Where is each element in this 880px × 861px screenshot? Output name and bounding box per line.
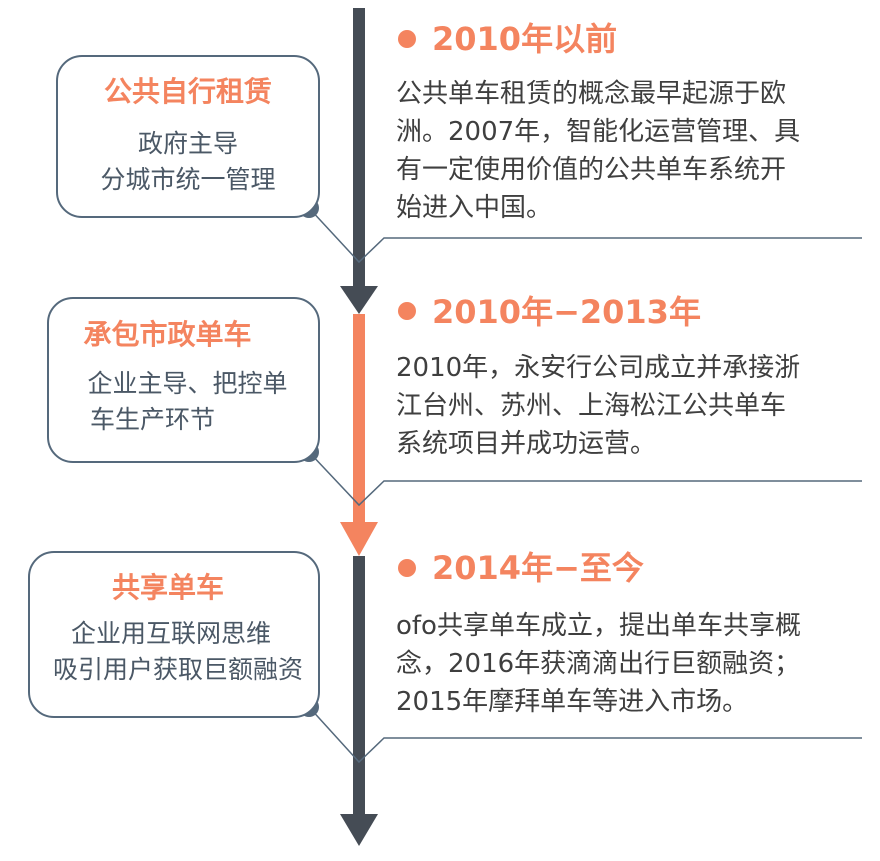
period-description-line: 江台州、苏州、上海松江公共单车 xyxy=(396,391,787,421)
stage-box-line: 车生产环节 xyxy=(89,405,215,434)
connector-line-2 xyxy=(308,451,862,507)
timeline-segment-3 xyxy=(353,556,365,816)
timeline-arrow-2 xyxy=(340,522,378,556)
period-description-line: ofo共享单车成立，提出单车共享概 xyxy=(396,611,801,641)
period-description-line: 2010年，永安行公司成立并承接浙 xyxy=(396,353,801,383)
stage-box-title: 共享单车 xyxy=(111,571,224,604)
timeline-segment-2 xyxy=(353,314,365,524)
period-description-line: 始进入中国。 xyxy=(396,193,553,223)
period-description-line: 2015年摩拜单车等进入市场。 xyxy=(396,687,749,717)
period-title: 2010年以前 xyxy=(432,20,618,58)
connector-line-3 xyxy=(308,706,862,764)
stage-box-line: 政府主导 xyxy=(137,129,238,158)
stage-box-line: 吸引用户获取巨额融资 xyxy=(52,655,303,684)
timeline-arrow-3 xyxy=(340,814,378,846)
period-description-line: 有一定使用价值的公共单车系统开 xyxy=(396,155,787,185)
period-description-line: 公共单车租赁的概念最早起源于欧 xyxy=(396,79,787,109)
stage-box-line: 分城市统一管理 xyxy=(100,165,276,194)
period-description-line: 念，2016年获滴滴出行巨额融资； xyxy=(396,649,801,679)
period-description-line: 系统项目并成功运营。 xyxy=(396,429,657,459)
period-title: 2014年−至今 xyxy=(432,549,644,587)
stage-box-title: 公共自行租赁 xyxy=(103,75,272,108)
period-description-line: 洲。2007年，智能化运营管理、具 xyxy=(396,117,801,147)
timeline-arrow-1 xyxy=(340,286,378,314)
period-title: 2010年−2013年 xyxy=(432,293,701,331)
stage-box-1: 公共自行租赁 政府主导 分城市统一管理 xyxy=(56,55,320,218)
stage-box-line: 企业用互联网思维 xyxy=(70,619,271,648)
stage-box-title: 承包市政单车 xyxy=(83,318,252,351)
timeline-segment-1 xyxy=(353,8,365,288)
period-bullet-dot xyxy=(398,302,416,320)
stage-box-line: 企业主导、把控单 xyxy=(87,369,288,398)
period-bullet-dot xyxy=(398,30,416,48)
stage-box-3: 共享单车 企业用互联网思维 吸引用户获取巨额融资 xyxy=(28,551,320,718)
period-bullet-dot xyxy=(398,559,416,577)
stage-box-2: 承包市政单车 企业主导、把控单 车生产环节 xyxy=(47,297,320,463)
connector-line-1 xyxy=(308,207,862,264)
